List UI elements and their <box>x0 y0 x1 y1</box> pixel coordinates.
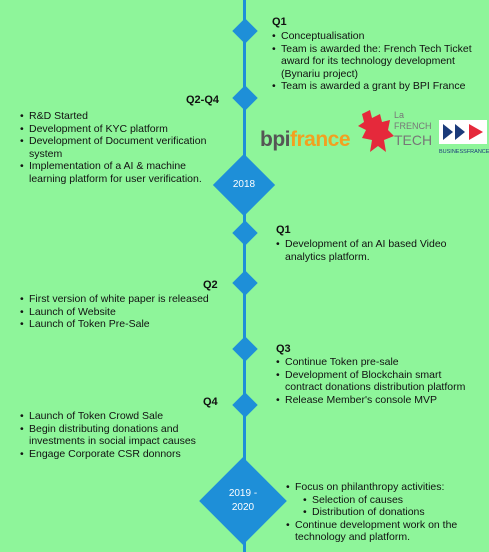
milestone-marker <box>232 18 258 44</box>
quarter-label: Q1 <box>272 16 287 28</box>
list-item: Development of Blockchain smart contract… <box>276 369 476 394</box>
quarter-label: Q2-Q4 <box>186 94 220 106</box>
quarter-label: Q4 <box>203 396 218 408</box>
bpi-france-logo: bpifrance <box>260 128 351 151</box>
french-tech-logo: La FRENCH TECH <box>356 110 432 154</box>
list-item: Begin distributing donations and investm… <box>20 423 225 448</box>
list-item: Team is awarded the: French Tech Ticket … <box>272 43 477 81</box>
year-label: 2018 <box>232 179 256 190</box>
milestone-marker <box>232 220 258 246</box>
milestone-list: Conceptualisation Team is awarded the: F… <box>272 30 477 93</box>
list-item: Implementation of a AI & machine learnin… <box>20 160 220 185</box>
milestone-marker <box>232 336 258 362</box>
milestone-marker <box>232 85 258 111</box>
list-item: Launch of Website <box>20 306 220 319</box>
milestone-list: Development of an AI based Video analyti… <box>276 238 476 263</box>
milestone-list: Focus on philanthropy activities: Select… <box>286 481 481 544</box>
list-item: R&D Started <box>20 110 220 123</box>
list-item: Launch of Token Pre-Sale <box>20 318 220 331</box>
year-label: 2019 - 2020 <box>228 488 258 513</box>
sub-list-item: Selection of causes <box>303 494 481 507</box>
list-item: Team is awarded a grant by BPI France <box>272 80 477 93</box>
quarter-label: Q1 <box>276 224 291 236</box>
list-item: Focus on philanthropy activities: Select… <box>286 481 481 519</box>
milestone-marker <box>232 270 258 296</box>
list-item: Continue development work on the technol… <box>286 519 481 544</box>
list-item: Release Member's console MVP <box>276 394 476 407</box>
list-item: Engage Corporate CSR donnors <box>20 448 225 461</box>
list-item: Development of an AI based Video analyti… <box>276 238 476 263</box>
milestone-list: Launch of Token Crowd Sale Begin distrib… <box>20 410 225 460</box>
sub-list-item: Distribution of donations <box>303 506 481 519</box>
list-item: Launch of Token Crowd Sale <box>20 410 225 423</box>
milestone-marker <box>232 392 258 418</box>
list-item: Conceptualisation <box>272 30 477 43</box>
quarter-label: Q2 <box>203 279 218 291</box>
quarter-label: Q3 <box>276 343 291 355</box>
milestone-list: R&D Started Development of KYC platform … <box>20 110 220 185</box>
list-item: Development of Document verification sys… <box>20 135 220 160</box>
milestone-list: First version of white paper is released… <box>20 293 220 331</box>
business-france-logo: BUSINESSFRANCE <box>439 120 489 155</box>
list-item: Continue Token pre-sale <box>276 356 476 369</box>
business-france-icon <box>439 120 487 144</box>
rooster-icon <box>358 110 394 152</box>
list-item: First version of white paper is released <box>20 293 220 306</box>
list-item: Development of KYC platform <box>20 123 220 136</box>
milestone-list: Continue Token pre-sale Development of B… <box>276 356 476 406</box>
